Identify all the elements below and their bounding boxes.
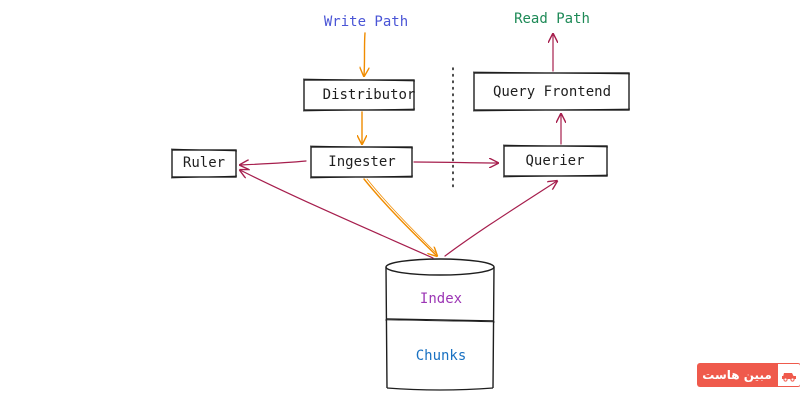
querier-label: Querier [525, 153, 585, 169]
ruler-label: Ruler [182, 155, 226, 171]
ingester-to-querier-arrow [413, 162, 498, 163]
store-to-ruler-arrow [240, 170, 434, 259]
distributor-label: Distributor [322, 87, 416, 103]
index-label: Index [419, 291, 463, 307]
chunks-label: Chunks [415, 348, 467, 364]
car-icon [777, 363, 800, 387]
ingester-label: Ingester [328, 154, 396, 170]
write-entry-arrow [364, 32, 365, 76]
storage-cylinder [384, 258, 496, 391]
read-path-label: Read Path [514, 11, 590, 27]
query-frontend-label: Query Frontend [492, 84, 612, 100]
store-to-querier-arrow [444, 181, 557, 257]
watermark-badge: مبین هاست [697, 363, 800, 387]
write-path-label: Write Path [323, 14, 409, 30]
watermark-text: مبین هاست [697, 363, 777, 387]
ingester-to-ruler-arrow [240, 161, 307, 165]
ingester-to-store-arrow [363, 178, 437, 256]
